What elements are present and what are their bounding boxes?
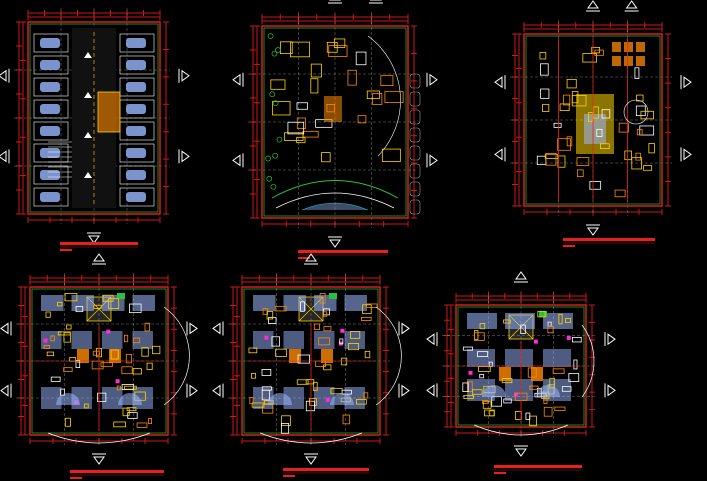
section-cut-arrow-icon	[87, 232, 101, 244]
exterior-walls	[27, 21, 161, 215]
exterior-walls	[241, 286, 381, 436]
section-cut-arrow-icon	[398, 383, 410, 398]
interior-layout	[265, 33, 421, 215]
sheet-title-bar	[298, 250, 388, 259]
section-cut-arrow-icon	[0, 383, 12, 398]
section-cut-arrow-icon	[178, 68, 190, 83]
section-cut-arrow-icon	[604, 383, 616, 398]
section-cut-arrow-icon	[586, 0, 600, 12]
interior-layout	[34, 293, 190, 444]
exterior-walls	[523, 33, 663, 207]
section-cut-arrow-icon	[680, 147, 692, 162]
sheet-title-bar	[70, 470, 164, 479]
section-cut-arrow-icon	[304, 453, 318, 465]
section-cut-arrow-icon	[494, 75, 506, 90]
interior-layout	[246, 293, 402, 444]
dimension-lines	[18, 275, 177, 444]
sheet-title-bar	[494, 465, 582, 474]
exterior-walls	[29, 286, 169, 436]
section-cut-arrow-icon	[92, 453, 106, 465]
section-cut-arrow-icon	[232, 153, 244, 168]
section-cut-arrow-icon	[186, 321, 198, 336]
section-cut-arrow-icon	[368, 0, 383, 4]
section-cut-arrow-icon	[514, 271, 528, 283]
top-floor-plan	[426, 271, 616, 474]
section-cut-arrow-icon	[604, 332, 616, 347]
section-cut-arrow-icon	[494, 147, 506, 162]
interior-layout	[33, 28, 155, 208]
section-cut-arrow-icon	[0, 321, 12, 336]
floor-plan-sheets	[0, 0, 692, 479]
section-cut-arrow-icon	[212, 383, 224, 398]
first-floor-plan	[494, 0, 692, 247]
exterior-walls	[261, 25, 409, 219]
ground-floor-plan	[232, 0, 438, 259]
section-cut-arrow-icon	[178, 149, 190, 164]
exterior-walls	[455, 304, 587, 428]
interior-layout	[536, 38, 655, 202]
section-cut-arrow-icon	[426, 153, 438, 168]
sheet-title-bar	[60, 242, 138, 251]
basement-parking-plan	[0, 8, 190, 251]
section-cut-arrow-icon	[398, 321, 410, 336]
section-cut-arrow-icon	[624, 0, 639, 12]
section-cut-arrow-icon	[514, 445, 528, 457]
section-cut-arrow-icon	[0, 68, 10, 83]
section-cut-arrow-icon	[328, 0, 342, 4]
section-cut-arrow-icon	[426, 72, 438, 87]
interior-layout	[460, 310, 595, 436]
section-cut-arrow-icon	[232, 72, 244, 87]
section-cut-arrow-icon	[328, 236, 342, 248]
section-cut-arrow-icon	[426, 332, 438, 347]
section-cut-arrow-icon	[304, 253, 318, 265]
section-cut-arrow-icon	[426, 383, 438, 398]
section-cut-arrow-icon	[0, 149, 10, 164]
sheet-title-bar	[563, 238, 655, 247]
typical-floor-plan-b	[212, 253, 410, 477]
typical-floor-plan-a	[0, 253, 198, 479]
section-cut-arrow-icon	[212, 321, 224, 336]
grid-axes	[248, 12, 418, 228]
section-cut-arrow-icon	[586, 224, 600, 236]
section-cut-arrow-icon	[92, 253, 106, 265]
sheet-title-bar	[283, 468, 369, 477]
section-cut-arrow-icon	[186, 383, 198, 398]
section-cut-arrow-icon	[680, 75, 692, 90]
